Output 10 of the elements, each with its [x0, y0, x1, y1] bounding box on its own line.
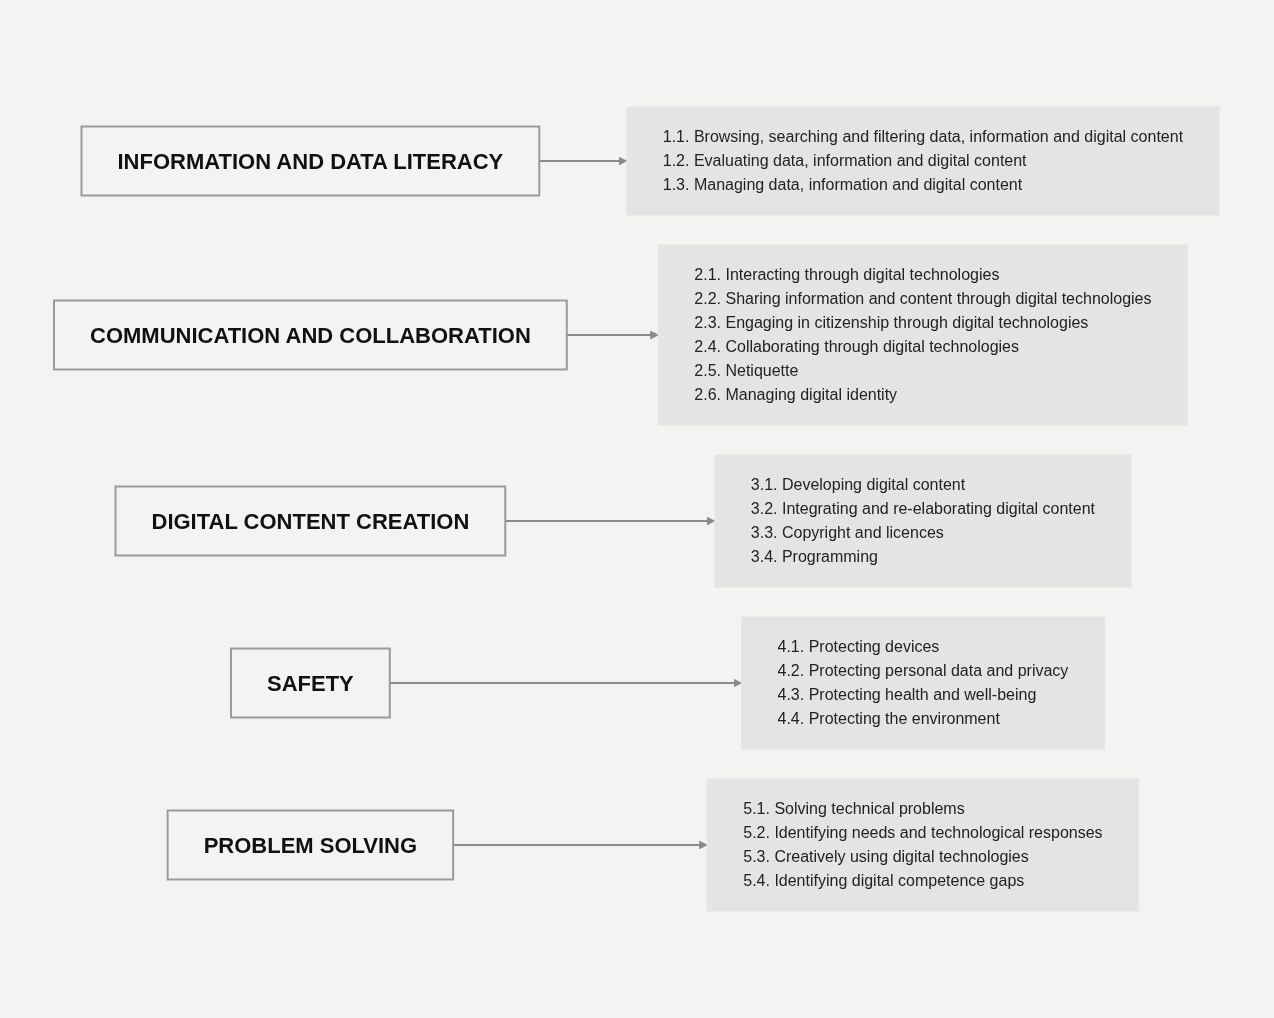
node-box: PROBLEM SOLVING: [167, 809, 455, 881]
node-box: 3.1. Developing digital content 3.2. Integrating and re-elaborating digital content 3.3. Copyright and licences 3.4. Programming: [714, 454, 1132, 588]
node-box: INFORMATION AND DATA LITERACY: [80, 125, 541, 197]
node-box: SAFETY: [230, 647, 392, 719]
node-box: 2.1. Interacting through digital technologies 2.2. Sharing information and content through digital technologies 2.3. Engaging in citizenship through digital technologies 2.4. Collaborating through digital technologies 2.5. Netiquette 2.6. Managing digital identity: [658, 244, 1189, 426]
node-box: 5.1. Solving technical problems 5.2. Identifying needs and technological responses 5.3. Creatively using digital technologies 5.4. Identifying digital competence gaps: [707, 778, 1140, 912]
node-box: COMMUNICATION AND COLLABORATION: [53, 299, 569, 371]
node-box: 4.1. Protecting devices 4.2. Protecting personal data and privacy 4.3. Protecting health and well-being 4.4. Protecting the environment: [741, 616, 1106, 750]
node-box: DIGITAL CONTENT CREATION: [114, 485, 507, 557]
node-box: 1.1. Browsing, searching and filtering data, information and digital content 1.2. Evaluating data, information and digital content 1.3. Managing data, information and digital content: [626, 106, 1221, 216]
